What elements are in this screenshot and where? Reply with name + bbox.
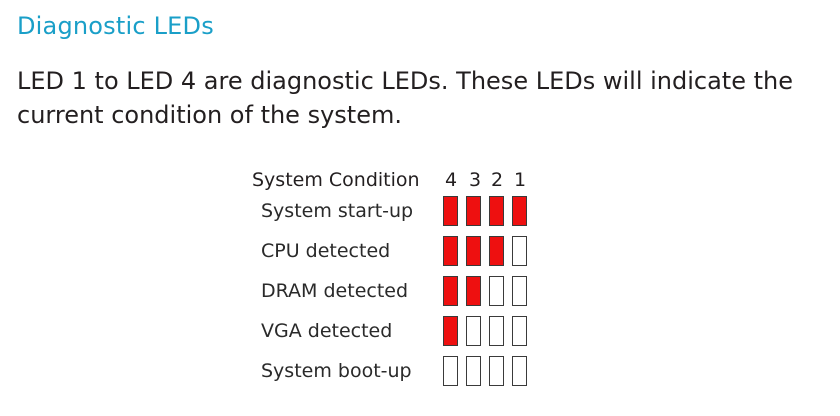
condition-row-system-start-up: System start-up — [252, 196, 552, 236]
led-2-indicator — [489, 196, 504, 226]
led-indicator-group — [443, 356, 529, 386]
led-4-indicator — [443, 316, 458, 346]
condition-label: DRAM detected — [261, 280, 409, 302]
led-indicator-group — [443, 316, 529, 346]
led-2-indicator — [489, 316, 504, 346]
condition-row-vga-detected: VGA detected — [252, 316, 552, 356]
led-table-header: System Condition 4 3 2 1 — [252, 166, 552, 196]
led-1-indicator — [512, 316, 527, 346]
condition-label: CPU detected — [261, 240, 391, 262]
led-4-indicator — [443, 196, 458, 226]
led-3-indicator — [466, 236, 481, 266]
section-heading: Diagnostic LEDs — [17, 12, 214, 40]
led-3-indicator — [466, 276, 481, 306]
led-4-indicator — [443, 356, 458, 386]
led-3-indicator — [466, 196, 481, 226]
led-4-indicator — [443, 236, 458, 266]
condition-label: VGA detected — [261, 320, 393, 342]
led-3-indicator — [466, 316, 481, 346]
led-indicator-group — [443, 276, 529, 306]
led-4-indicator — [443, 276, 458, 306]
led-2-indicator — [489, 236, 504, 266]
led-1-indicator — [512, 236, 527, 266]
led-number-4: 4 — [444, 169, 458, 191]
led-1-indicator — [512, 196, 527, 226]
led-number-1: 1 — [513, 169, 527, 191]
led-number-3: 3 — [468, 169, 482, 191]
led-number-2: 2 — [490, 169, 504, 191]
led-1-indicator — [512, 276, 527, 306]
led-2-indicator — [489, 276, 504, 306]
led-2-indicator — [489, 356, 504, 386]
led-1-indicator — [512, 356, 527, 386]
condition-row-dram-detected: DRAM detected — [252, 276, 552, 316]
system-condition-header: System Condition — [252, 169, 420, 191]
condition-row-cpu-detected: CPU detected — [252, 236, 552, 276]
led-status-table: System Condition 4 3 2 1 System start-up… — [252, 166, 552, 396]
condition-row-system-boot-up: System boot-up — [252, 356, 552, 396]
intro-paragraph: LED 1 to LED 4 are diagnostic LEDs. Thes… — [17, 67, 793, 129]
led-3-indicator — [466, 356, 481, 386]
led-indicator-group — [443, 236, 529, 266]
led-indicator-group — [443, 196, 529, 226]
condition-label: System boot-up — [261, 360, 412, 382]
condition-label: System start-up — [261, 200, 414, 222]
